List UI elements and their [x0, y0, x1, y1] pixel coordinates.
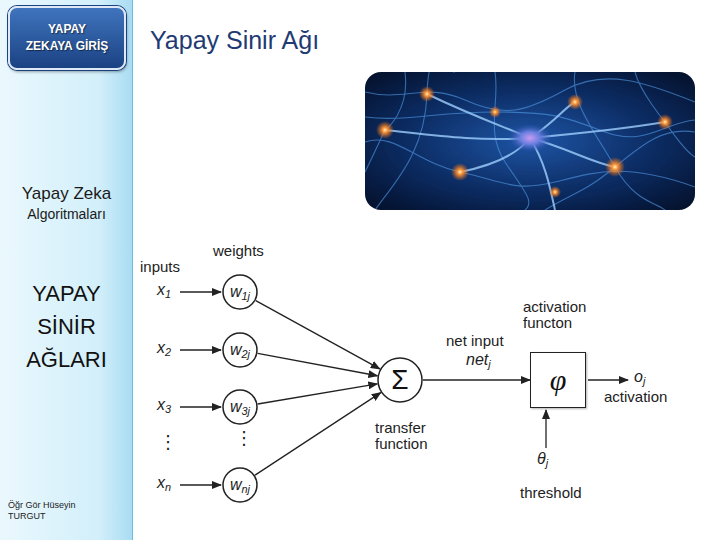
activation-symbol: φ	[550, 365, 567, 395]
connector-arrow	[423, 379, 530, 380]
sum-symbol: Σ	[391, 366, 408, 394]
circle-shape	[223, 275, 257, 309]
connector-arrow	[255, 393, 381, 476]
threshold-symbol: θj	[537, 450, 548, 468]
illustration-part	[657, 114, 673, 130]
weight-symbol: w2j	[230, 341, 250, 359]
illustration-part	[545, 410, 546, 448]
weight-symbol: w1j	[230, 283, 250, 301]
illustration-part	[180, 406, 221, 407]
circle-shape	[223, 390, 257, 424]
subscript: 3	[165, 403, 171, 415]
author-name: Öğr Gör Hüseyin TURGUT	[8, 500, 86, 522]
illustration-part	[574, 72, 665, 210]
sidebar-panel: Yapay ZekaAlgoritmalarıYAPAY SİNİR AĞLAR…	[0, 0, 133, 540]
input-symbol: x3	[157, 396, 171, 414]
circle-shape	[223, 468, 257, 502]
illustration-part	[419, 86, 435, 102]
subscript: 1	[165, 288, 171, 300]
subscript: nj	[242, 483, 250, 495]
course-name: YAPAY ZEKAYA GİRİŞ	[23, 21, 111, 55]
activation-box: activation functonφ	[530, 352, 586, 408]
subscript: j	[643, 375, 645, 387]
illustration-part	[588, 379, 628, 380]
illustration-part	[180, 484, 221, 485]
circle-shape	[378, 358, 422, 402]
circle-shape	[223, 333, 257, 367]
subscript: 2j	[242, 348, 250, 360]
illustration-part	[635, 72, 695, 157]
sum-caption: transfer function	[375, 420, 455, 452]
ellipsis-dots: ⋮	[159, 432, 177, 453]
illustration-part	[605, 157, 625, 177]
slide-title: Yapay Sinir Ağı	[150, 26, 319, 55]
illustration-part	[549, 186, 561, 198]
illustration-part	[385, 94, 665, 210]
illustration-part	[180, 292, 628, 485]
input-symbol: x1	[157, 281, 171, 299]
illustration-part	[180, 349, 221, 350]
net-input-label: net input	[446, 332, 504, 349]
subscript: j	[546, 457, 548, 469]
output-label: activation	[604, 388, 667, 405]
threshold-label: threshold	[520, 484, 582, 501]
subscript: 3j	[242, 405, 250, 417]
sidebar-heading: Yapay Zeka	[0, 184, 133, 204]
input-symbol: x2	[157, 339, 171, 357]
inputs-heading: inputs	[140, 258, 180, 275]
net-symbol: netj	[466, 351, 491, 369]
illustration-part	[567, 94, 583, 110]
subscript: j	[488, 358, 490, 370]
weight-symbol: wnj	[230, 476, 250, 494]
weight-symbol: w3j	[230, 398, 250, 416]
activation-caption: activation functon	[523, 299, 623, 331]
section-title: YAPAY SİNİR AĞLARI	[12, 277, 121, 376]
sum-circle: Σtransfer function	[377, 357, 423, 403]
weight-circle: w3j	[222, 389, 258, 425]
illustration-part	[489, 106, 501, 118]
subscript: n	[165, 481, 171, 493]
weights-heading: weights	[213, 242, 264, 259]
illustration-part	[376, 121, 394, 139]
course-badge: YAPAY ZEKAYA GİRİŞ	[8, 6, 126, 70]
weight-circle: wnj	[222, 467, 258, 503]
subscript: 1j	[242, 290, 250, 302]
connector-arrow	[256, 301, 380, 369]
sidebar-subheading: Algoritmaları	[0, 206, 133, 223]
neuron-photo	[365, 72, 695, 210]
illustration-part	[180, 291, 221, 292]
output-symbol: oj	[634, 368, 645, 386]
connector-arrow	[258, 384, 378, 404]
weight-circle: w1j	[222, 274, 258, 310]
illustration-part	[451, 163, 469, 181]
illustration-part	[365, 72, 695, 210]
illustration-part	[375, 72, 455, 210]
connector-arrow	[258, 353, 378, 375]
input-symbol: xn	[157, 474, 171, 492]
illustration-part	[508, 124, 552, 152]
photo-content	[365, 72, 695, 210]
illustration-part	[365, 72, 695, 210]
illustration-part	[365, 72, 406, 172]
ellipsis-dots: ⋮	[235, 428, 253, 449]
illustration-part	[545, 131, 695, 210]
subscript: 2	[165, 346, 171, 358]
weight-circle: w2j	[222, 332, 258, 368]
